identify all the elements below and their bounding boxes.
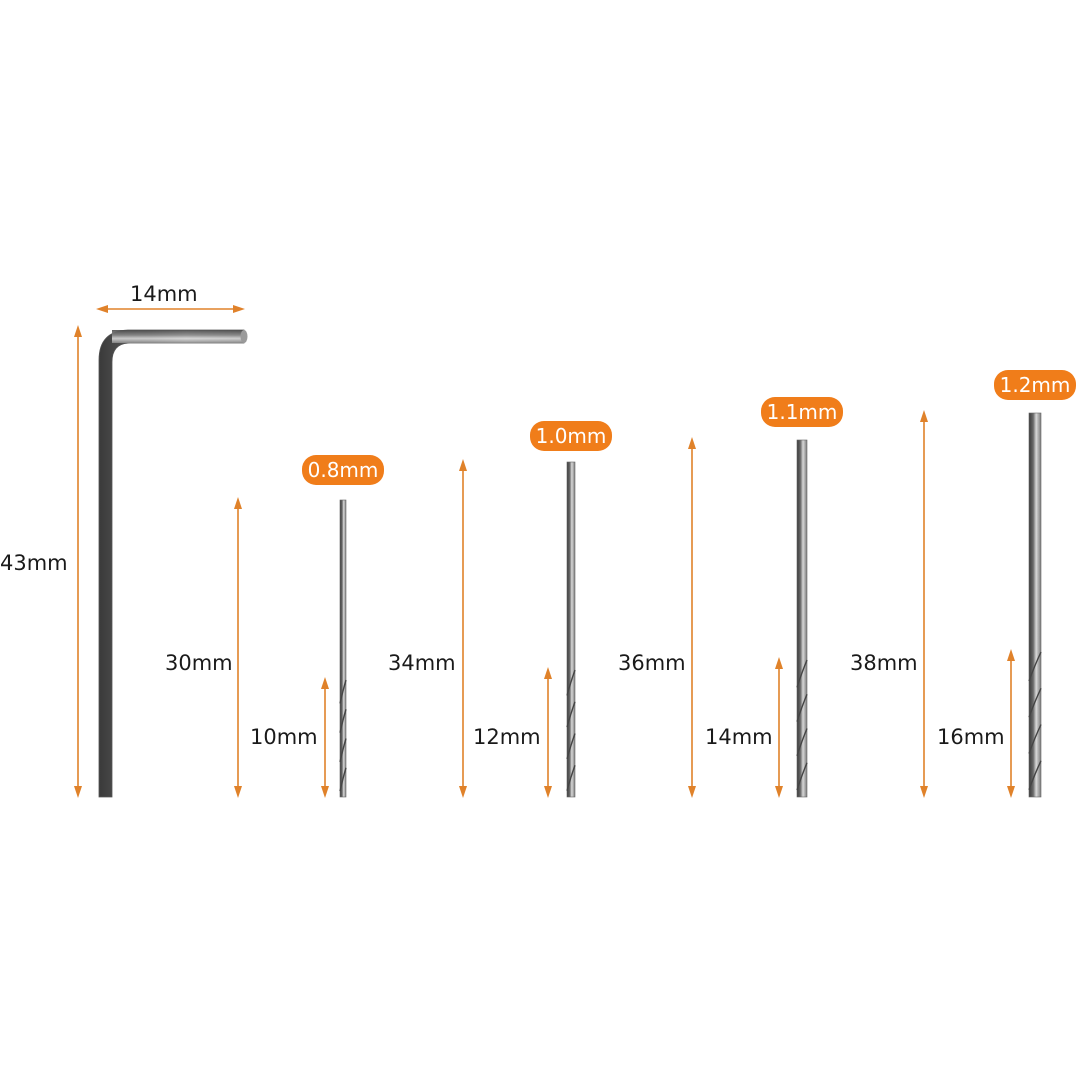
flute-length-arrow [775,657,783,798]
total-length-label: 34mm [388,651,456,675]
hex-width-label: 14mm [130,282,198,306]
size-badge [761,397,843,427]
size-badge-label: 1.2mm [1000,373,1071,397]
total-length-arrow [234,497,242,798]
drill-3: 1.2mm 38mm 16mm [850,370,1076,798]
size-badge-label: 0.8mm [308,458,379,482]
size-badge [302,455,384,485]
hex-length-arrow [74,325,82,798]
total-length-label: 38mm [850,651,918,675]
total-length-arrow [459,459,467,798]
drill-bit [796,439,808,798]
drill-flute [796,659,808,791]
total-length-label: 36mm [618,651,686,675]
hex-width-arrow [96,305,245,313]
hex-length-label: 43mm [0,551,68,575]
drill-2: 1.1mm 36mm 14mm [618,397,843,798]
size-badge-label: 1.1mm [767,400,838,424]
flute-length-label: 12mm [473,725,541,749]
size-badge [530,421,612,451]
hex-key-body [98,329,245,798]
flute-length-label: 10mm [250,725,318,749]
flute-length-arrow [321,677,329,798]
drill-flute [566,669,576,791]
drill-bit [339,499,347,798]
flute-length-arrow [1007,649,1015,798]
flute-length-label: 16mm [937,725,1005,749]
total-length-label: 30mm [165,651,233,675]
drill-flute [339,679,347,792]
size-badge-label: 1.0mm [536,424,607,448]
flute-length-arrow [544,667,552,798]
size-badge [994,370,1076,400]
drill-bit [1028,412,1042,798]
drill-bit [566,461,576,798]
hex-key-tip [240,330,248,343]
hex-key: 43mm 14mm [0,282,248,798]
total-length-arrow [920,410,928,798]
flute-length-label: 14mm [705,725,773,749]
drill-1: 1.0mm 34mm 12mm [388,421,612,798]
drill-flute [1028,651,1042,790]
total-length-arrow [688,437,696,798]
drill-0: 0.8mm 30mm 10mm [165,455,384,798]
